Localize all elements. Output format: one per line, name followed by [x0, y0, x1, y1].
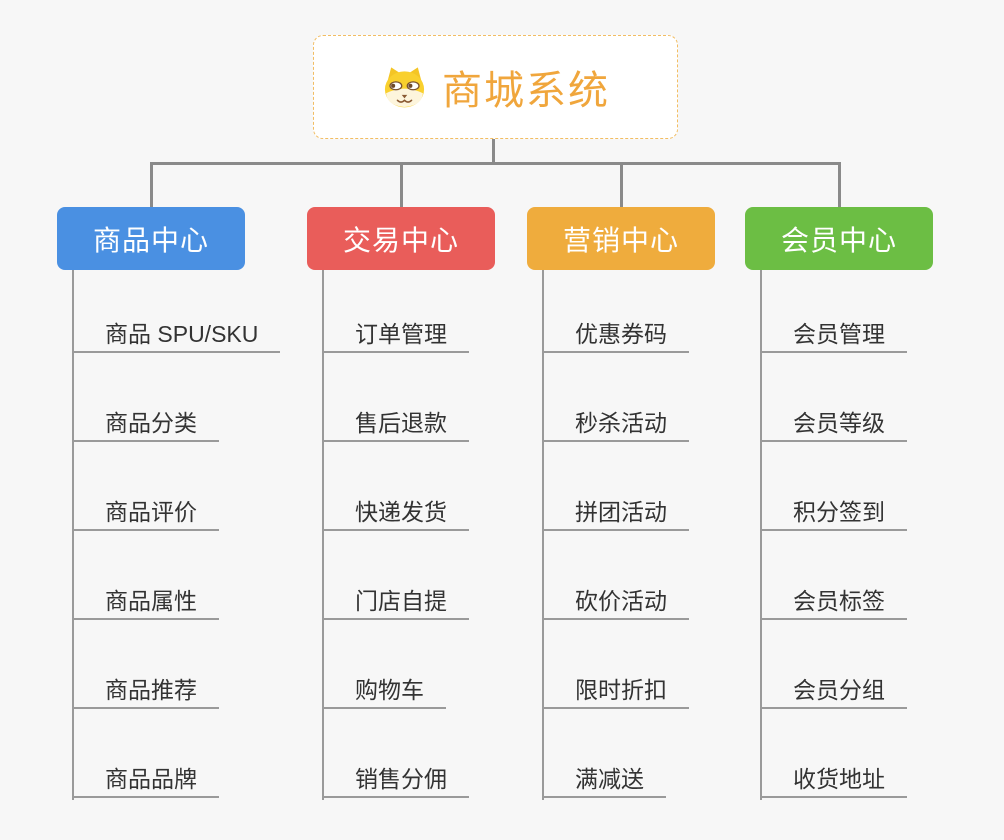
leaf-node[interactable]: 优惠券码 [542, 321, 689, 353]
branch-node-product-center[interactable]: 商品中心 [57, 207, 245, 270]
connector-drop-trade-center [400, 162, 403, 207]
leaf-node[interactable]: 商品属性 [72, 588, 219, 620]
connector-root-stem [492, 139, 495, 165]
connector-hbar [150, 162, 841, 165]
leaf-node[interactable]: 销售分佣 [322, 766, 469, 798]
leaf-node[interactable]: 限时折扣 [542, 677, 689, 709]
leaf-node[interactable]: 商品分类 [72, 410, 219, 442]
leaf-node[interactable]: 订单管理 [322, 321, 469, 353]
root-title: 商城系统 [442, 69, 610, 113]
branch-spine [542, 270, 544, 800]
branch-node-trade-center[interactable]: 交易中心 [307, 207, 495, 270]
connector-drop-marketing-center [620, 162, 623, 207]
leaf-node[interactable]: 商品品牌 [72, 766, 219, 798]
branch-label: 商品中心 [92, 224, 209, 256]
branch-node-member-center[interactable]: 会员中心 [745, 207, 933, 270]
branch-label: 会员中心 [780, 224, 897, 256]
branch-spine [760, 270, 762, 800]
branch-spine [322, 270, 324, 800]
leaf-node[interactable]: 快递发货 [322, 499, 469, 531]
leaf-node[interactable]: 商品评价 [72, 499, 219, 531]
connector-drop-member-center [838, 162, 841, 207]
branch-label: 交易中心 [342, 224, 459, 256]
leaf-node[interactable]: 收货地址 [760, 766, 907, 798]
leaf-node[interactable]: 购物车 [322, 677, 446, 709]
leaf-node[interactable]: 会员标签 [760, 588, 907, 620]
branch-label: 营销中心 [562, 224, 679, 256]
leaf-node[interactable]: 砍价活动 [542, 588, 689, 620]
leaf-node[interactable]: 门店自提 [322, 588, 469, 620]
branch-spine [72, 270, 74, 800]
doge-icon [384, 67, 425, 108]
leaf-node[interactable]: 秒杀活动 [542, 410, 689, 442]
root-node[interactable]: 商城系统 [313, 35, 678, 139]
leaf-node[interactable]: 售后退款 [322, 410, 469, 442]
branch-node-marketing-center[interactable]: 营销中心 [527, 207, 715, 270]
leaf-node[interactable]: 会员管理 [760, 321, 907, 353]
leaf-node[interactable]: 会员分组 [760, 677, 907, 709]
connector-drop-product-center [150, 162, 153, 207]
leaf-node[interactable]: 商品 SPU/SKU [72, 321, 281, 353]
leaf-node[interactable]: 满减送 [542, 766, 666, 798]
leaf-node[interactable]: 积分签到 [760, 499, 907, 531]
leaf-node[interactable]: 会员等级 [760, 410, 907, 442]
leaf-node[interactable]: 商品推荐 [72, 677, 219, 709]
leaf-node[interactable]: 拼团活动 [542, 499, 689, 531]
